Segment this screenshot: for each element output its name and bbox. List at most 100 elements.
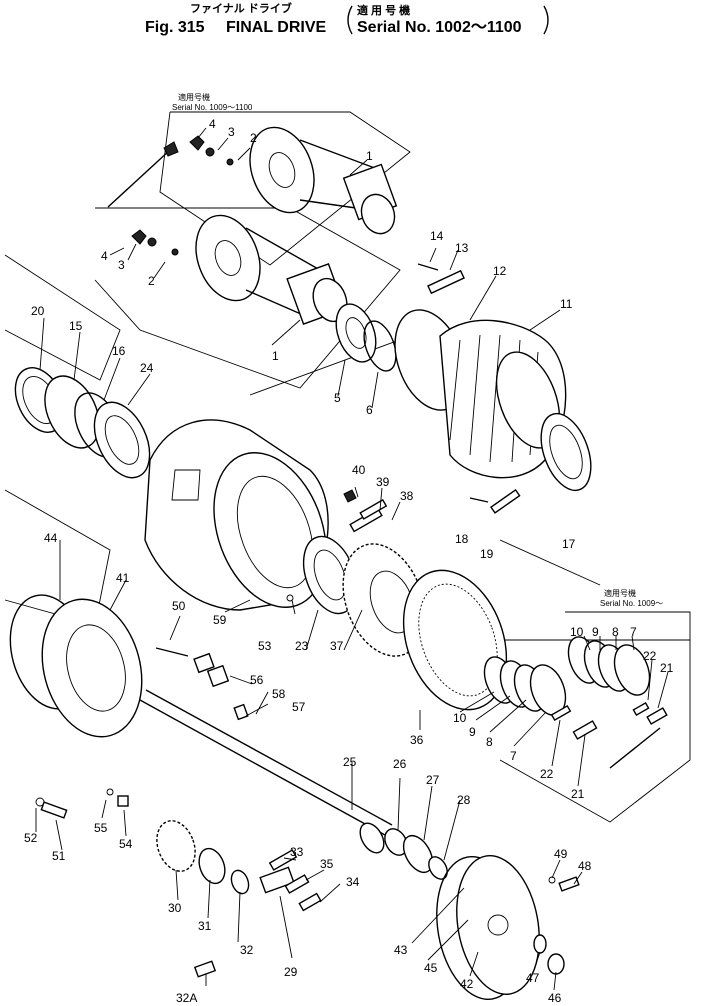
part-label-46: 46 bbox=[548, 991, 562, 1005]
part-label-3-b: 3 bbox=[118, 258, 125, 272]
part-label-36: 36 bbox=[410, 733, 424, 747]
part-label-11: 11 bbox=[560, 297, 573, 311]
seal-rings-left bbox=[14, 367, 151, 479]
part-label-26: 26 bbox=[393, 757, 407, 771]
leader-lines bbox=[35, 127, 669, 991]
part-label-2-b: 2 bbox=[148, 274, 155, 288]
upper-axle-shaft-b bbox=[131, 214, 348, 325]
upper-axle-assembly bbox=[107, 126, 398, 325]
part-label-16: 16 bbox=[112, 344, 126, 358]
jp-title: ファイナル ドライブ bbox=[190, 1, 292, 15]
final-drive-housing bbox=[144, 419, 329, 611]
page-title: FINAL DRIVE bbox=[226, 19, 326, 36]
part-label-15: 15 bbox=[69, 319, 83, 333]
left-paren-icon bbox=[347, 5, 353, 35]
front-cover bbox=[35, 788, 580, 1000]
part-label-59: 59 bbox=[213, 613, 227, 627]
inset-note-right-serial: Serial No. 1009～ bbox=[600, 599, 663, 608]
part-label-17: 17 bbox=[562, 537, 576, 551]
part-label-1-a: 1 bbox=[366, 149, 373, 163]
figure-number: Fig. 315 bbox=[145, 19, 205, 36]
part-label-6: 6 bbox=[366, 403, 373, 417]
part-label-56: 56 bbox=[250, 673, 264, 687]
inset-note-top-serial: Serial No. 1009～1100 bbox=[172, 103, 253, 112]
upper-axle-shaft-a bbox=[189, 126, 398, 235]
part-label-40: 40 bbox=[352, 463, 366, 477]
part-label-54: 54 bbox=[119, 837, 133, 851]
part-label-10-b: 10 bbox=[453, 711, 467, 725]
part-label-35: 35 bbox=[320, 857, 334, 871]
part-label-41: 41 bbox=[116, 571, 130, 585]
cover-assembly bbox=[9, 594, 249, 738]
part-label-9-a: 9 bbox=[592, 625, 599, 639]
part-label-21-a: 21 bbox=[660, 661, 674, 675]
part-label-32a: 32A bbox=[176, 991, 197, 1005]
part-label-58: 58 bbox=[272, 687, 286, 701]
part-label-1-b: 1 bbox=[272, 349, 279, 363]
part-label-8-a: 8 bbox=[612, 625, 619, 639]
part-label-13: 13 bbox=[455, 241, 469, 255]
part-label-20: 20 bbox=[31, 304, 45, 318]
part-label-28: 28 bbox=[457, 793, 471, 807]
part-label-53: 53 bbox=[258, 639, 272, 653]
lower-gear-group bbox=[156, 820, 322, 978]
part-label-38: 38 bbox=[400, 489, 414, 503]
part-label-55: 55 bbox=[94, 821, 108, 835]
part-label-9-b: 9 bbox=[469, 725, 476, 739]
part-label-27: 27 bbox=[426, 773, 440, 787]
part-label-7-a: 7 bbox=[630, 625, 637, 639]
part-label-24: 24 bbox=[140, 361, 154, 375]
part-label-42: 42 bbox=[460, 977, 474, 991]
part-label-22-a: 22 bbox=[643, 649, 657, 663]
right-paren-icon bbox=[543, 5, 549, 35]
part-labels: 1 2 3 4 1 2 3 4 5 6 11 12 13 14 15 16 17… bbox=[24, 117, 674, 1005]
header: ファイナル ドライブ Fig. 315 FINAL DRIVE 適 用 号 機 … bbox=[145, 1, 549, 36]
part-label-18: 18 bbox=[455, 532, 469, 546]
part-label-5: 5 bbox=[334, 391, 341, 405]
part-label-45: 45 bbox=[424, 961, 438, 975]
part-label-3-a: 3 bbox=[228, 125, 235, 139]
part-label-21-b: 21 bbox=[571, 787, 585, 801]
inset-note-right: 適用号機 Serial No. 1009～ bbox=[600, 588, 663, 608]
part-label-50: 50 bbox=[172, 599, 186, 613]
part-label-44: 44 bbox=[44, 531, 58, 545]
part-label-49: 49 bbox=[554, 847, 568, 861]
carrier-set-inset bbox=[567, 636, 668, 769]
upper-right-assembly bbox=[335, 263, 592, 514]
part-label-23: 23 bbox=[295, 639, 309, 653]
part-label-14: 14 bbox=[430, 229, 444, 243]
part-label-19: 19 bbox=[480, 547, 494, 561]
part-label-22-b: 22 bbox=[540, 767, 554, 781]
inset-note-top: 適用号機 Serial No. 1009～1100 bbox=[172, 92, 253, 112]
part-label-2-a: 2 bbox=[250, 131, 257, 145]
inset-note-top-jp: 適用号機 bbox=[178, 92, 210, 102]
part-label-8-b: 8 bbox=[486, 735, 493, 749]
part-label-32: 32 bbox=[240, 943, 254, 957]
ring-gear bbox=[402, 569, 508, 711]
part-label-57: 57 bbox=[292, 700, 306, 714]
part-label-25: 25 bbox=[343, 755, 357, 769]
part-label-10-a: 10 bbox=[570, 625, 584, 639]
part-label-31: 31 bbox=[198, 919, 212, 933]
part-label-33: 33 bbox=[290, 845, 304, 859]
part-label-51: 51 bbox=[52, 849, 66, 863]
part-label-30: 30 bbox=[168, 901, 182, 915]
applicable-jp: 適 用 号 機 bbox=[357, 3, 410, 17]
part-label-7-b: 7 bbox=[510, 749, 517, 763]
part-label-47: 47 bbox=[526, 971, 540, 985]
part-label-52: 52 bbox=[24, 831, 38, 845]
part-label-12: 12 bbox=[493, 264, 507, 278]
input-shaft bbox=[139, 689, 448, 880]
inset-note-right-jp: 適用号機 bbox=[604, 588, 636, 598]
part-label-48: 48 bbox=[578, 859, 592, 873]
part-label-39: 39 bbox=[376, 475, 390, 489]
part-label-29: 29 bbox=[284, 965, 298, 979]
serial-range: Serial No. 1002～1100 bbox=[357, 19, 522, 36]
part-label-4-b: 4 bbox=[101, 249, 108, 263]
part-label-4-a: 4 bbox=[209, 117, 216, 131]
part-label-43: 43 bbox=[394, 943, 408, 957]
carrier-set-lower bbox=[483, 656, 598, 740]
group-frames bbox=[4, 111, 691, 823]
part-label-34: 34 bbox=[346, 875, 360, 889]
